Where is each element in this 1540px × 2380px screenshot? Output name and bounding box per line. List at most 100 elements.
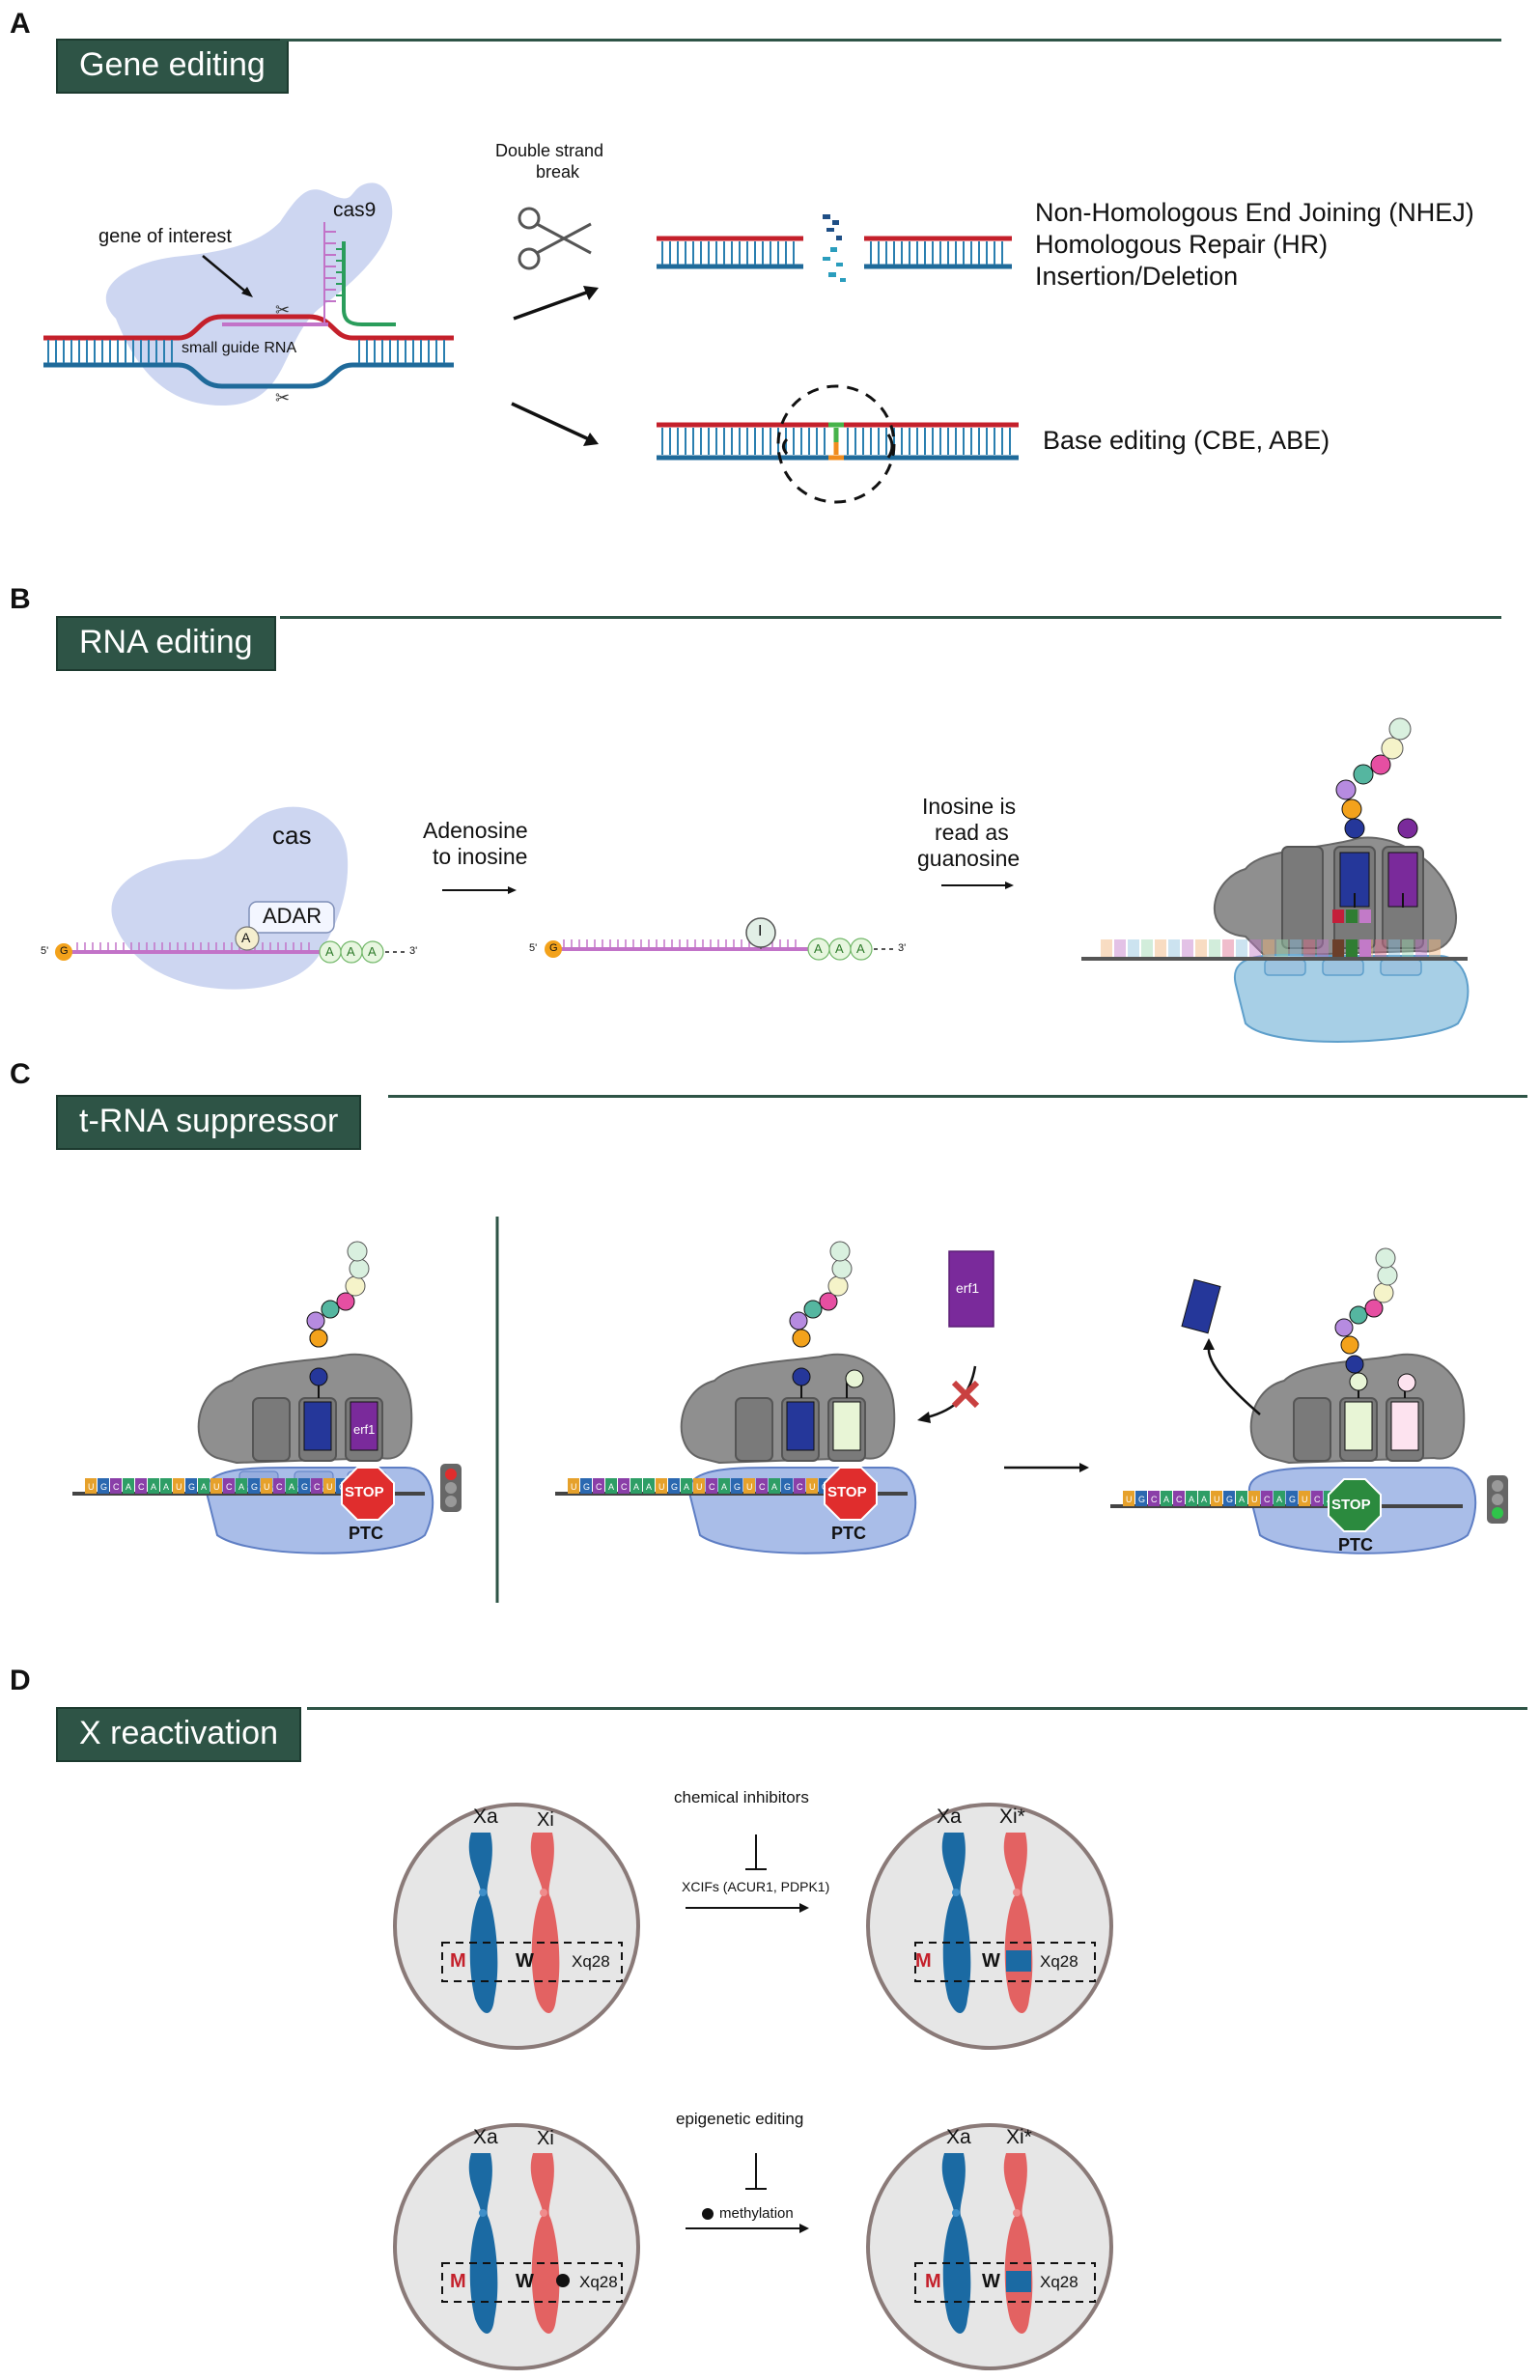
- xi-label-bl: Xi: [537, 2128, 554, 2149]
- outcome-hr: Homologous Repair (HR): [1035, 230, 1329, 259]
- poly-a-2b: A: [835, 941, 844, 956]
- panel-d-title: X reactivation: [56, 1707, 301, 1762]
- codon-base-label: G: [784, 1482, 791, 1492]
- chromosomes-bottom-left: [441, 2153, 623, 2334]
- cas-protein: [111, 806, 349, 990]
- panel-b-rule: [280, 616, 1501, 619]
- codon-base: [311, 1478, 322, 1494]
- erf1-in-ribosome: erf1: [353, 1422, 376, 1437]
- panel-d-rule: [307, 1707, 1527, 1710]
- codon-base: [769, 1478, 780, 1494]
- poly-a-1b: A: [347, 944, 355, 959]
- g-cap-1: G: [60, 945, 69, 957]
- codon-base: [1223, 1491, 1235, 1506]
- codon-base-label: G: [583, 1482, 590, 1492]
- stop-sign-2: [824, 1467, 878, 1521]
- codon-base-label: A: [126, 1482, 131, 1492]
- codon-base-label: A: [238, 1482, 244, 1492]
- codon-base-label: A: [151, 1482, 156, 1492]
- codon-base: [781, 1478, 793, 1494]
- codon-base-label: G: [1226, 1495, 1233, 1504]
- panel-c: C t-RNA suppressor: [0, 1052, 1540, 1632]
- codon-base-label: U: [213, 1482, 220, 1492]
- codon-base: [756, 1478, 768, 1494]
- ptc-label-2: PTC: [831, 1524, 866, 1543]
- xi-star-label-br: Xi*: [1006, 2126, 1032, 2148]
- poly-a-2a: A: [814, 941, 823, 956]
- chromosomes-bottom-right: [914, 2153, 1096, 2334]
- codon-base-label: C: [759, 1482, 766, 1492]
- codon-base-label: G: [301, 1482, 308, 1492]
- stop-label-2: STOP: [827, 1484, 867, 1500]
- codon-base: [1123, 1491, 1134, 1506]
- ptc-label-1: PTC: [349, 1524, 383, 1543]
- panel-c-title: t-RNA suppressor: [56, 1095, 362, 1150]
- codon-base-label: A: [721, 1482, 727, 1492]
- codon-base-label: C: [621, 1482, 628, 1492]
- codon-base-label: C: [1151, 1495, 1158, 1504]
- stop-label-1: STOP: [345, 1484, 384, 1500]
- outcome-nhej: Non-Homologous End Joining (NHEJ): [1035, 198, 1474, 227]
- mrna-codons-2: UGCACAAUGAUCAGUCAGCUG: [568, 1478, 830, 1494]
- codon-base: [198, 1478, 210, 1494]
- panel-a-title: Gene editing: [56, 39, 289, 94]
- codon-base-label: U: [264, 1482, 270, 1492]
- codon-base-label: A: [771, 1482, 777, 1492]
- codon-base: [1261, 1491, 1273, 1506]
- codon-base: [630, 1478, 642, 1494]
- codon-base-label: U: [1214, 1495, 1220, 1504]
- epigenetic-editing-label: epigenetic editing: [676, 2110, 804, 2128]
- poly-a-2c: A: [856, 941, 865, 956]
- xq28-label-br: Xq28: [1040, 2273, 1078, 2291]
- codon-base: [210, 1478, 222, 1494]
- broken-dna: [657, 214, 1012, 282]
- codon-base: [1161, 1491, 1172, 1506]
- codon-base-label: U: [1126, 1495, 1133, 1504]
- methylation-label: methylation: [719, 2205, 794, 2222]
- codon-base-label: C: [1314, 1495, 1321, 1504]
- codon-base-label: U: [176, 1482, 182, 1492]
- codon-base: [323, 1478, 335, 1494]
- three-prime-1: 3': [409, 945, 418, 957]
- panel-a-rule: [280, 39, 1501, 42]
- codon-base-label: G: [1138, 1495, 1145, 1504]
- step1-line1: Adenosine: [423, 818, 528, 843]
- codon-base-label: U: [746, 1482, 753, 1492]
- guide-rna-label: small guide RNA: [182, 340, 297, 356]
- codon-base-label: U: [1251, 1495, 1258, 1504]
- cell-bottom-left: [393, 2123, 640, 2370]
- codon-base: [806, 1478, 818, 1494]
- chromosomes-top-right: [914, 1833, 1096, 2013]
- cell-top-left: [393, 1803, 640, 2050]
- panel-b-letter: B: [10, 583, 31, 615]
- outcome-indel: Insertion/Deletion: [1035, 262, 1239, 291]
- scissors-icon: [518, 207, 592, 270]
- codon-base-label: C: [797, 1482, 803, 1492]
- codon-base-label: C: [1176, 1495, 1183, 1504]
- three-prime-2: 3': [898, 942, 907, 954]
- dsb-label-1: Double strand: [495, 141, 604, 160]
- xcifs-label: XCIFs (ACUR1, PDPK1): [682, 1879, 830, 1894]
- codon-base-label: U: [809, 1482, 816, 1492]
- base-editing-label: Base editing (CBE, ABE): [1043, 426, 1330, 455]
- m-label-bl: M: [450, 2271, 466, 2292]
- codon-base: [236, 1478, 247, 1494]
- codon-base-label: A: [608, 1482, 614, 1492]
- i-base: I: [758, 923, 763, 939]
- panel-b: B RNA editing: [0, 570, 1540, 1052]
- codon-base: [681, 1478, 692, 1494]
- codon-base: [1299, 1491, 1310, 1506]
- xa-label-tl: Xa: [473, 1806, 498, 1828]
- panel-b-diagram: [55, 717, 1470, 1043]
- xq28-label-tl: Xq28: [572, 1952, 610, 1971]
- panel-a-diagram: ✂ ✂: [43, 182, 1019, 504]
- codon-base: [1198, 1491, 1210, 1506]
- w-label-bl: W: [516, 2271, 534, 2292]
- ribosome-b: [1081, 717, 1470, 1043]
- poly-a-1a: A: [325, 944, 334, 959]
- codon-base: [1173, 1491, 1185, 1506]
- codon-base-label: C: [276, 1482, 283, 1492]
- stop-sign-3: [1328, 1478, 1382, 1532]
- svg-text:✂: ✂: [275, 388, 290, 407]
